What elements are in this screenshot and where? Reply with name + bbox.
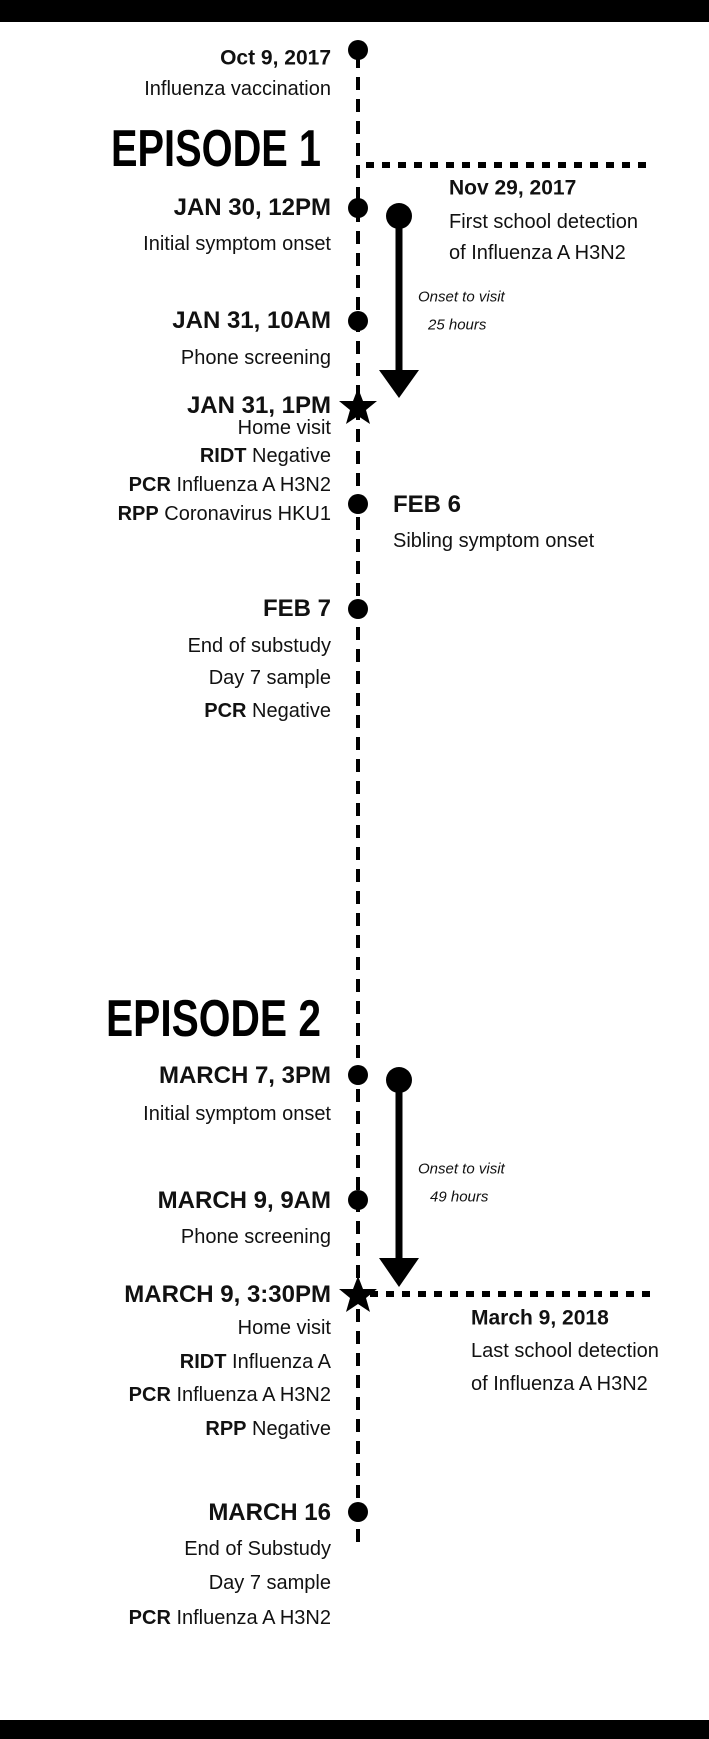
- last-detection-line1: Last school detection: [471, 1340, 659, 1362]
- ep1-end-test: PCR Negative: [204, 700, 331, 722]
- event-dot: [348, 311, 368, 331]
- ep1-onset-label: Initial symptom onset: [143, 233, 331, 255]
- episode-2-title: EPISODE 2: [106, 990, 321, 1048]
- ep2-end-test: PCR Influenza A H3N2: [128, 1607, 331, 1629]
- ep1-phone-label: Phone screening: [180, 347, 331, 369]
- ep1-onset-date: JAN 30, 12PM: [173, 194, 331, 221]
- ep1-end-line1: End of substudy: [187, 635, 331, 657]
- ep2-test-pcr: PCR Influenza A H3N2: [128, 1384, 331, 1406]
- sibling-label: Sibling symptom onset: [393, 530, 595, 552]
- ep2-onset-date: MARCH 7, 3PM: [158, 1062, 331, 1089]
- ep1-test-ridt: RIDT Negative: [199, 445, 331, 467]
- vaccination-label: Influenza vaccination: [144, 78, 331, 100]
- star-icon: [339, 1276, 377, 1312]
- onset-to-visit-arrow-1: [379, 203, 419, 398]
- ep2-phone-date: MARCH 9, 9AM: [157, 1187, 331, 1214]
- star-icon: [339, 388, 377, 424]
- ep2-visit-date: MARCH 9, 3:30PM: [124, 1281, 331, 1308]
- vaccination-date: Oct 9, 2017: [220, 46, 331, 70]
- ep1-visit-date: JAN 31, 1PM: [186, 392, 331, 419]
- onset-to-visit-arrow-2: [379, 1067, 419, 1287]
- ep2-interval-line1: Onset to visit: [418, 1160, 505, 1178]
- ep1-test-pcr: PCR Influenza A H3N2: [128, 474, 331, 496]
- bottom-border: [0, 1720, 709, 1739]
- ep2-onset-label: Initial symptom onset: [143, 1103, 331, 1125]
- ep2-test-rpp: RPP Negative: [205, 1418, 331, 1440]
- event-dot: [348, 1502, 368, 1522]
- ep2-visit-label: Home visit: [237, 1317, 331, 1339]
- ep1-test-rpp: RPP Coronavirus HKU1: [117, 503, 331, 525]
- last-detection-date: March 9, 2018: [471, 1306, 609, 1330]
- event-dot: [348, 599, 368, 619]
- ep1-end-date: FEB 7: [262, 595, 331, 622]
- ep1-phone-date: JAN 31, 10AM: [172, 307, 331, 334]
- ep1-interval-line1: Onset to visit: [418, 288, 505, 306]
- ep2-end-line2: Day 7 sample: [208, 1572, 331, 1594]
- ep1-visit-label: Home visit: [237, 417, 331, 439]
- ep2-end-date: MARCH 16: [208, 1499, 331, 1526]
- ep1-end-line2: Day 7 sample: [208, 667, 331, 689]
- event-dot: [348, 494, 368, 514]
- ep1-interval-line2: 25 hours: [428, 316, 487, 334]
- ep2-interval-line2: 49 hours: [430, 1188, 489, 1206]
- event-dot: [348, 198, 368, 218]
- sibling-date: FEB 6: [393, 491, 462, 518]
- event-dot: [348, 40, 368, 60]
- last-detection-line2: of Influenza A H3N2: [471, 1373, 648, 1395]
- episode-1-title: EPISODE 1: [111, 120, 321, 178]
- first-detection-line1: First school detection: [449, 211, 638, 233]
- ep2-test-ridt: RIDT Influenza A: [179, 1351, 331, 1373]
- event-dot: [348, 1190, 368, 1210]
- first-detection-date: Nov 29, 2017: [449, 176, 577, 200]
- ep2-end-line1: End of Substudy: [184, 1538, 331, 1560]
- first-detection-line2: of Influenza A H3N2: [449, 242, 626, 264]
- top-border: [0, 0, 709, 22]
- ep2-phone-label: Phone screening: [180, 1226, 331, 1248]
- event-dot: [348, 1065, 368, 1085]
